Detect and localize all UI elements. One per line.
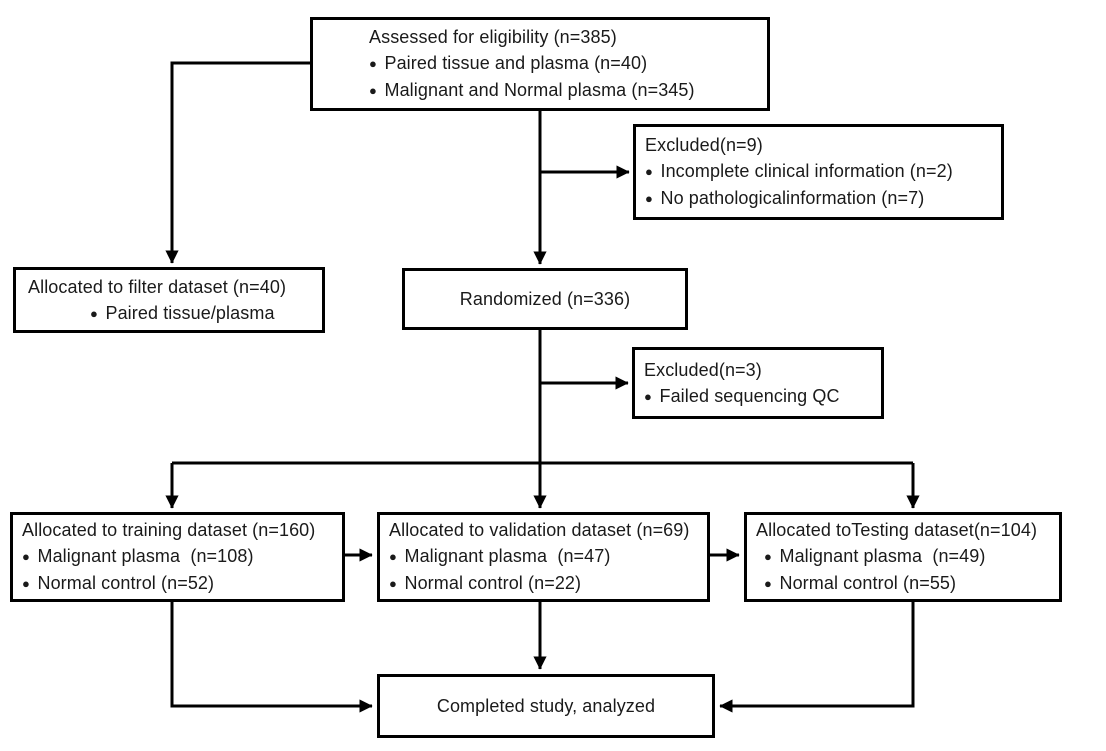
bullet-item: Failed sequencing QC [644, 383, 877, 410]
box-title: Excluded(n=9) [645, 135, 763, 155]
box-validation-dataset: Allocated to validation dataset (n=69) M… [377, 512, 710, 602]
bullet-item: Incomplete clinical information (n=2) [645, 158, 997, 185]
bullet-item: Normal control (n=52) [22, 570, 338, 597]
arrow-assessed-to-filter [165, 61, 310, 264]
bullet-item: No pathologicalinformation (n=7) [645, 185, 997, 212]
arrow-testing-to-completed [719, 602, 915, 713]
box-title: Allocated toTesting dataset(n=104) [756, 520, 1038, 540]
bullet-item: Normal control (n=22) [389, 570, 703, 597]
bullet-item: Malignant plasma (n=108) [22, 543, 338, 570]
box-title: Allocated to filter dataset (n=40) [28, 276, 287, 297]
box-title: Assessed for eligibility (n=385) [369, 27, 617, 47]
bullet-item: Malignant and Normal plasma (n=345) [369, 77, 761, 104]
box-filter-dataset: Allocated to filter dataset (n=40) Paire… [13, 267, 325, 333]
box-excluded-pre-randomization: Excluded(n=9) Incomplete clinical inform… [633, 124, 1004, 220]
box-assessed-eligibility: Assessed for eligibility (n=385) Paired … [310, 17, 770, 111]
box-training-dataset: Allocated to training dataset (n=160) Ma… [10, 512, 345, 602]
box-title: Randomized (n=336) [459, 289, 631, 309]
box-completed-study: Completed study, analyzed [377, 674, 715, 738]
box-excluded-qc: Excluded(n=3) Failed sequencing QC [632, 347, 884, 419]
box-title: Allocated to validation dataset (n=69) [389, 520, 690, 540]
bullet-item: Malignant plasma (n=47) [389, 543, 703, 570]
box-testing-dataset: Allocated toTesting dataset(n=104) Malig… [744, 512, 1062, 602]
box-title: Allocated to training dataset (n=160) [22, 520, 316, 540]
box-title: Excluded(n=3) [644, 359, 762, 380]
arrow-training-to-completed [170, 602, 373, 713]
box-randomized: Randomized (n=336) [402, 268, 688, 330]
bullet-item: Paired tissue/plasma [28, 300, 318, 327]
bullet-item: Malignant plasma (n=49) [756, 543, 1055, 570]
box-title: Completed study, analyzed [436, 696, 656, 716]
bullet-item: Paired tissue and plasma (n=40) [369, 50, 761, 77]
bullet-item: Normal control (n=55) [756, 570, 1055, 597]
